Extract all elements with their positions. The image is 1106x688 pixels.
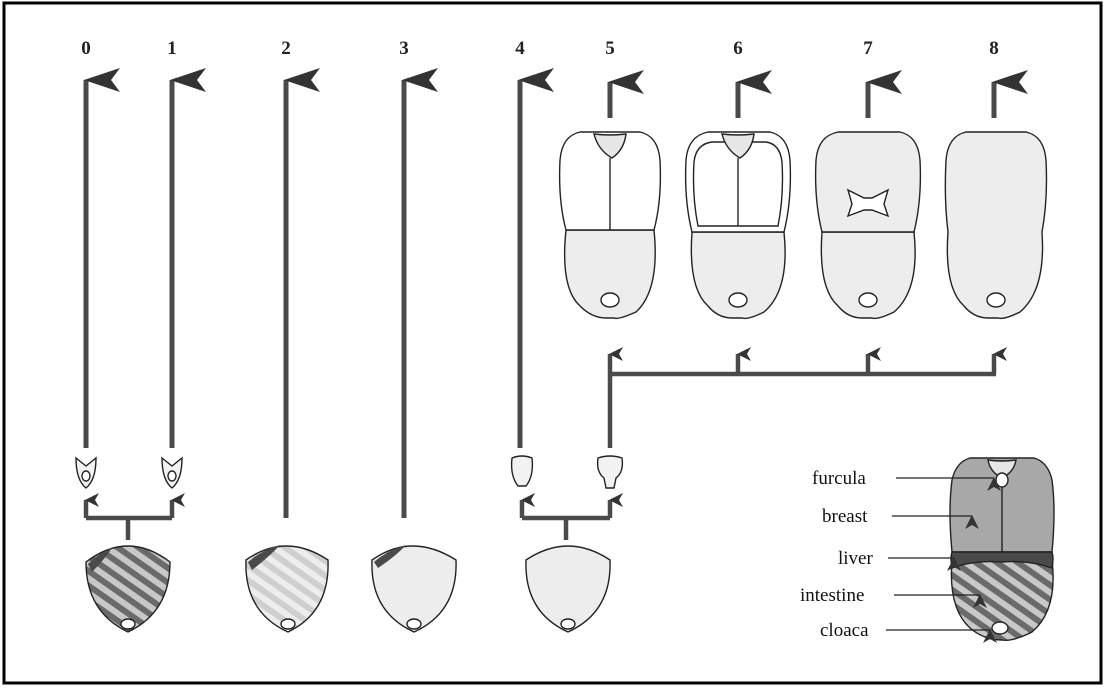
label-intestine: intestine — [800, 585, 864, 606]
stage-5-8-connector — [610, 354, 996, 448]
stage-label-1: 1 — [167, 38, 177, 59]
small-breast-icon-5 — [598, 456, 623, 488]
small-breast-icon-4 — [512, 456, 533, 486]
anatomy-reference-body — [950, 458, 1054, 640]
abdomen-shield-3 — [372, 545, 456, 632]
label-breast: breast — [822, 506, 868, 527]
small-furcula-icon-1 — [162, 458, 182, 488]
stage-label-0: 0 — [81, 38, 91, 59]
stage-label-3: 3 — [399, 38, 409, 59]
abdomen-shield-2 — [246, 545, 328, 632]
body-outline-5 — [560, 132, 661, 318]
stage-label-6: 6 — [733, 38, 743, 59]
stage-label-5: 5 — [605, 38, 615, 59]
label-liver: liver — [838, 548, 873, 569]
stage-label-2: 2 — [281, 38, 291, 59]
abdomen-shield-0 — [86, 546, 170, 632]
stage-label-8: 8 — [989, 38, 999, 59]
stage-label-4: 4 — [515, 38, 525, 59]
label-cloaca: cloaca — [820, 620, 869, 641]
stage-0-1-fork — [86, 500, 172, 540]
stage-4-5-fork — [522, 500, 610, 540]
body-outline-8 — [945, 132, 1046, 318]
body-outline-6 — [686, 132, 791, 318]
body-outline-7 — [816, 132, 921, 318]
abdomen-shield-4 — [526, 546, 610, 632]
stage-label-7: 7 — [863, 38, 873, 59]
small-furcula-icon-0 — [76, 458, 96, 488]
label-furcula: furcula — [812, 468, 866, 489]
